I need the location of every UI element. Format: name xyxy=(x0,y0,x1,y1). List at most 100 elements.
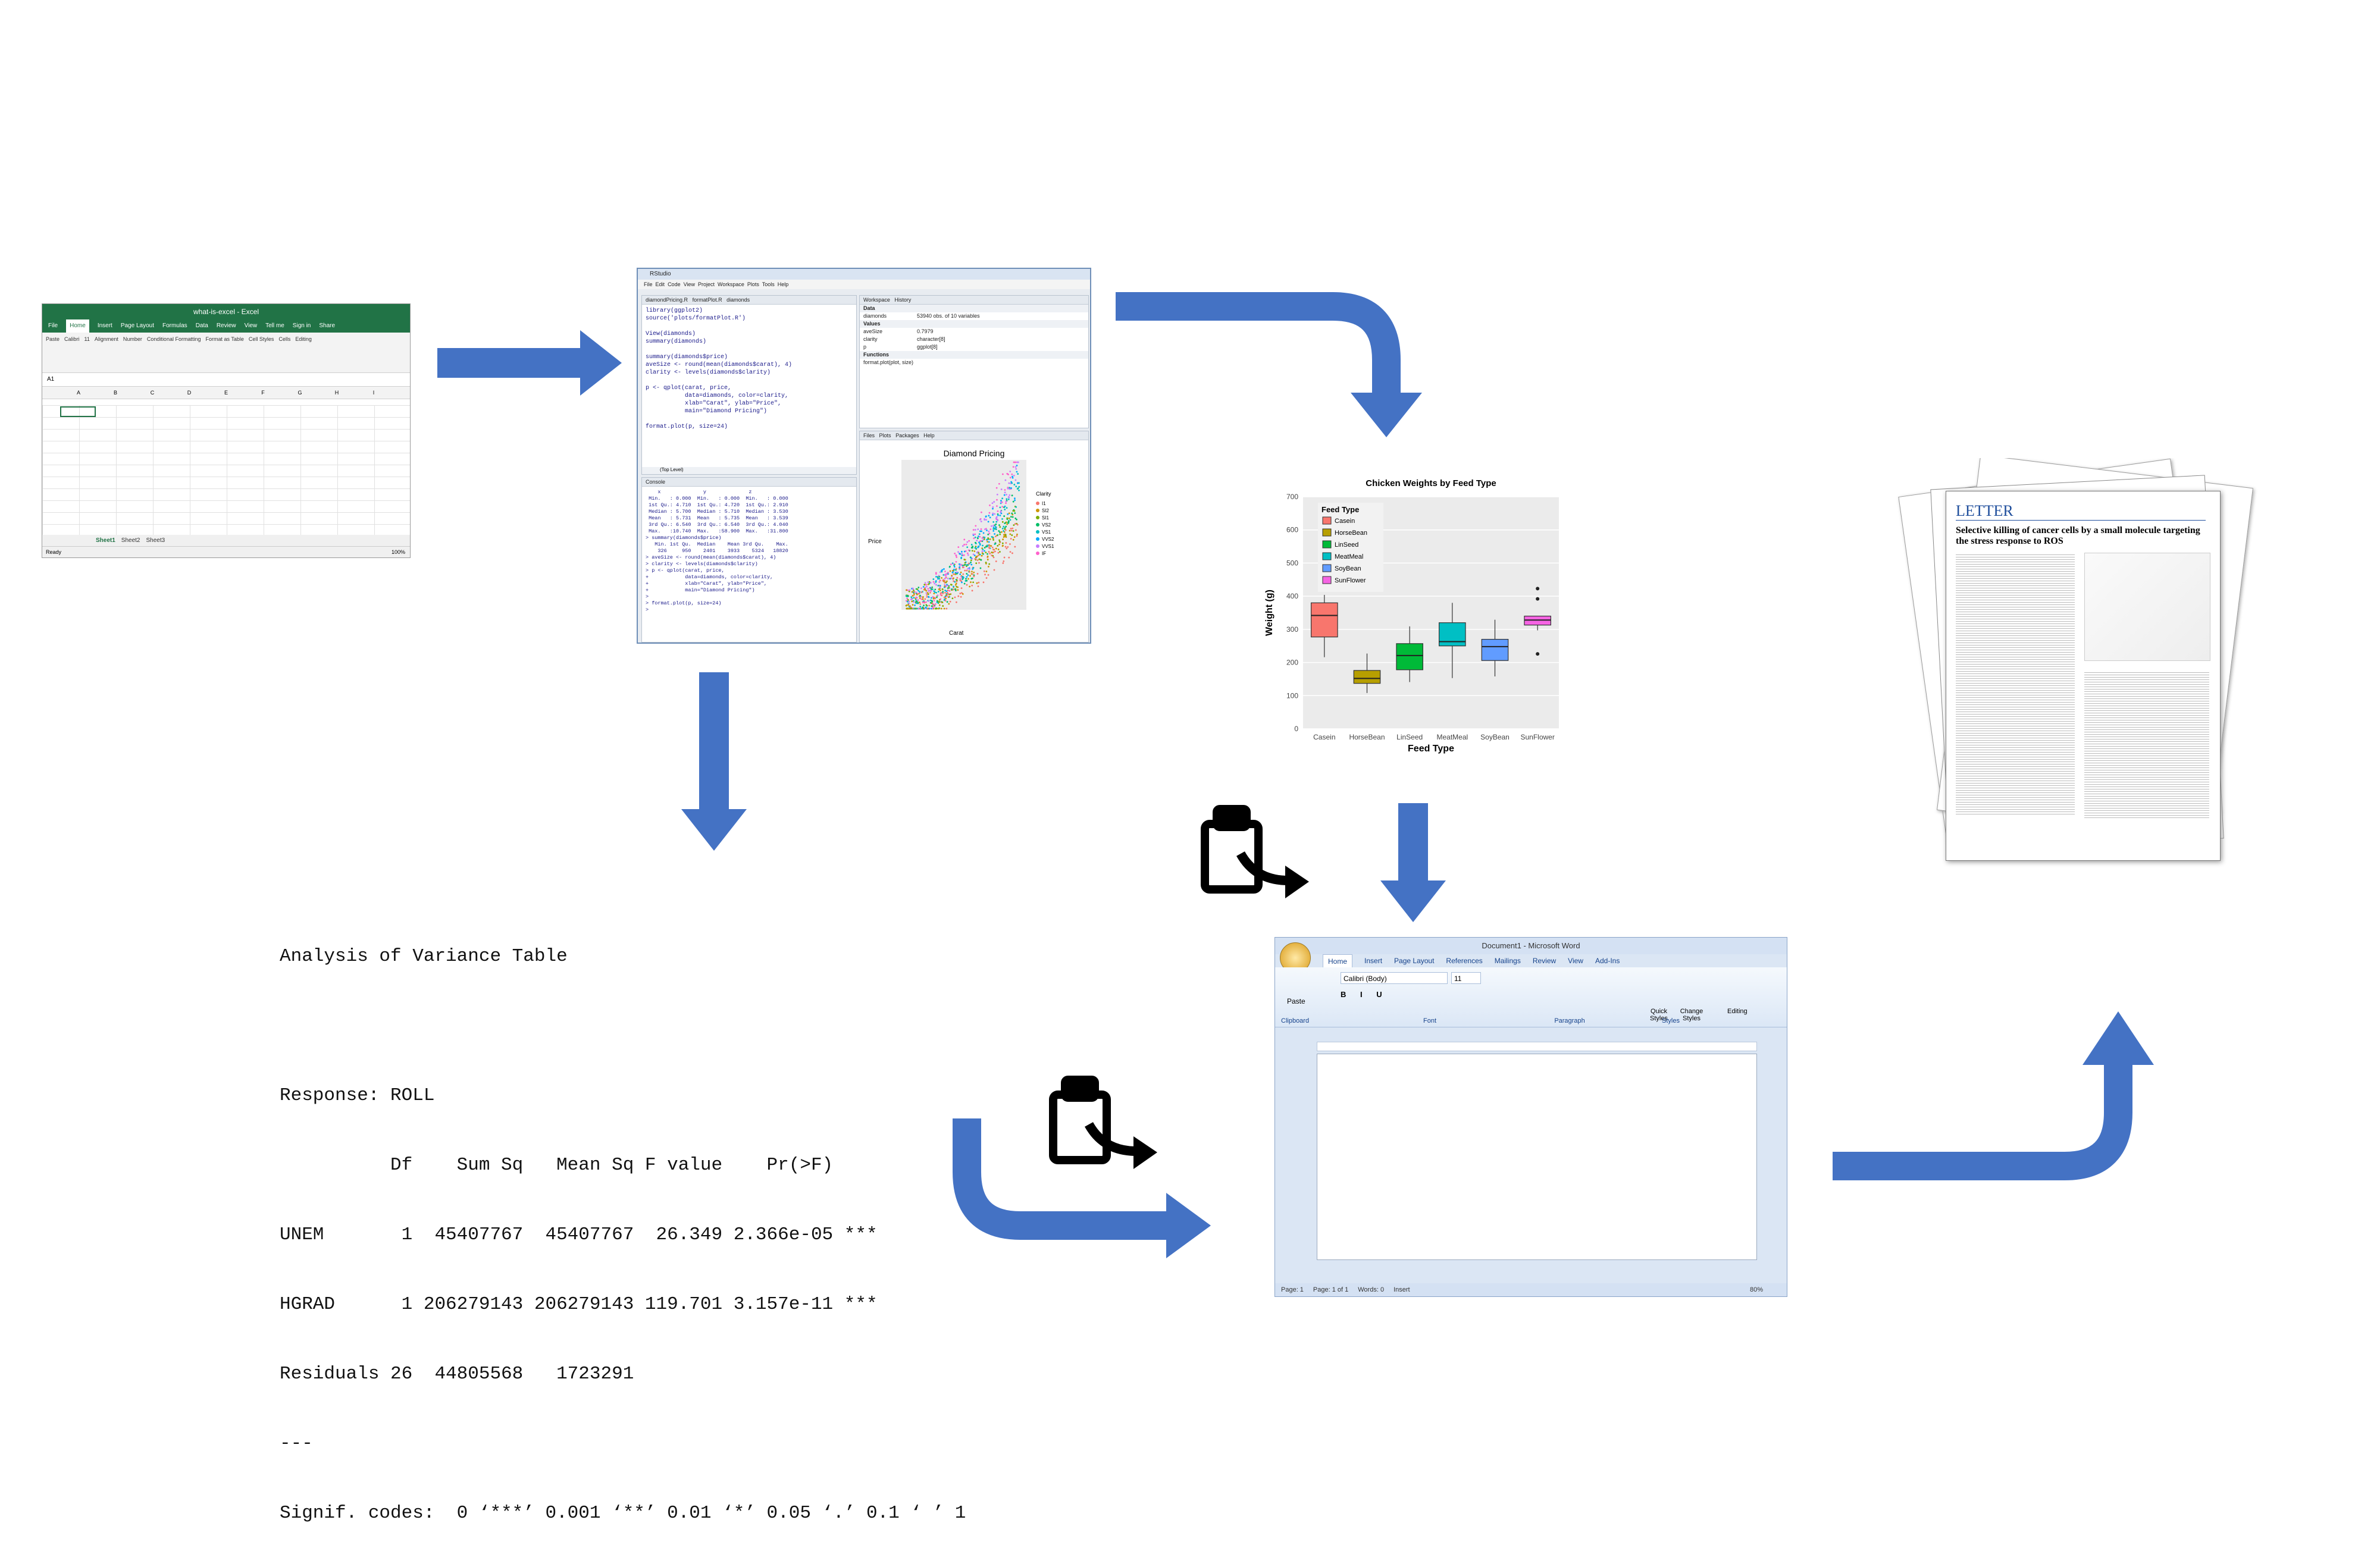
excel-font-name[interactable]: Calibri xyxy=(64,336,80,342)
excel-tab-view[interactable]: View xyxy=(244,322,258,329)
scatter-point xyxy=(924,598,926,600)
excel-col-b[interactable]: B xyxy=(113,390,117,396)
rstudio-menu-tools[interactable]: Tools xyxy=(762,281,775,287)
rstudio-editor-tab-1[interactable]: diamondPricing.R xyxy=(646,297,688,303)
rstudio-menu-edit[interactable]: Edit xyxy=(655,281,665,287)
excel-col-g[interactable]: G xyxy=(298,390,302,396)
rstudio-editor-tab-3[interactable]: diamonds xyxy=(726,297,750,303)
rstudio-menu-file[interactable]: File xyxy=(644,281,653,287)
word-tab-home[interactable]: Home xyxy=(1323,954,1353,967)
excel-col-e[interactable]: E xyxy=(224,390,228,396)
excel-zoom[interactable]: 100% xyxy=(391,549,405,555)
word-document-page[interactable] xyxy=(1317,1054,1757,1260)
excel-tab-insert[interactable]: Insert xyxy=(97,322,112,329)
excel-paste-button[interactable]: Paste xyxy=(46,336,60,342)
excel-tab-formulas[interactable]: Formulas xyxy=(162,322,187,329)
excel-sheet-3[interactable]: Sheet3 xyxy=(146,537,165,544)
excel-tab-home[interactable]: Home xyxy=(66,319,89,333)
word-tab-mailings[interactable]: Mailings xyxy=(1494,957,1521,965)
word-tab-page-layout[interactable]: Page Layout xyxy=(1394,957,1435,965)
word-font-name[interactable]: Calibri (Body) xyxy=(1341,972,1448,984)
scatter-point xyxy=(986,529,988,531)
word-font-size[interactable]: 11 xyxy=(1451,972,1481,984)
excel-conditional-formatting[interactable]: Conditional Formatting xyxy=(146,336,201,342)
rstudio-tab-plots[interactable]: Plots xyxy=(879,433,891,438)
excel-tab-file[interactable]: File xyxy=(48,322,58,329)
excel-col-d[interactable]: D xyxy=(187,390,192,396)
excel-format-as-table[interactable]: Format as Table xyxy=(205,336,244,342)
excel-sheet-tabs: Sheet1 Sheet2 Sheet3 xyxy=(42,535,410,547)
rstudio-menu-project[interactable]: Project xyxy=(697,281,715,287)
scatter-point xyxy=(1010,487,1012,489)
excel-share[interactable]: Share xyxy=(319,322,336,329)
excel-tab-page-layout[interactable]: Page Layout xyxy=(120,322,154,329)
excel-cells[interactable]: Cells xyxy=(278,336,291,342)
word-ruler[interactable] xyxy=(1317,1042,1757,1051)
excel-font-size[interactable]: 11 xyxy=(84,336,90,342)
excel-col-a[interactable]: A xyxy=(76,390,80,396)
excel-tell-me[interactable]: Tell me xyxy=(265,322,284,329)
excel-selected-cell[interactable] xyxy=(60,406,96,417)
scatter-point xyxy=(916,600,917,602)
scatter-point xyxy=(1004,528,1006,530)
rstudio-menu-help[interactable]: Help xyxy=(777,281,789,287)
rstudio-tab-files[interactable]: Files xyxy=(863,433,875,438)
word-tab-insert[interactable]: Insert xyxy=(1364,957,1383,965)
scatter-point xyxy=(937,578,939,580)
word-format-buttons[interactable]: B I U xyxy=(1341,990,1388,999)
excel-col-f[interactable]: F xyxy=(261,390,265,396)
paper-page-front: LETTER Selective killing of cancer cells… xyxy=(1946,491,2221,861)
rstudio-tab-help[interactable]: Help xyxy=(923,433,935,438)
rstudio-menu-plots[interactable]: Plots xyxy=(747,281,759,287)
excel-tab-review[interactable]: Review xyxy=(216,322,236,329)
word-tab-view[interactable]: View xyxy=(1568,957,1583,965)
scatter-point xyxy=(1011,482,1013,484)
word-tab-references[interactable]: References xyxy=(1446,957,1483,965)
word-quick-styles[interactable]: Quick Styles xyxy=(1650,1008,1668,1022)
rstudio-tab-history[interactable]: History xyxy=(894,297,912,303)
scatter-point xyxy=(972,553,975,556)
rstudio-menu-code[interactable]: Code xyxy=(668,281,681,287)
word-status-insert[interactable]: Insert xyxy=(1393,1286,1410,1293)
scatter-point xyxy=(915,596,917,598)
word-group-paragraph: Paragraph xyxy=(1554,1017,1585,1024)
scatter-point xyxy=(1002,538,1004,541)
rstudio-tab-packages[interactable]: Packages xyxy=(895,433,919,438)
rstudio-console-output[interactable]: x y z Min. : 0.000 Min. : 0.000 Min. : 0… xyxy=(646,489,788,613)
word-zoom[interactable]: 80% xyxy=(1749,1286,1763,1293)
rstudio-ws-function-row[interactable]: format.plot(plot, size) xyxy=(863,359,914,365)
scatter-point xyxy=(957,546,960,549)
word-paste-button[interactable]: Paste xyxy=(1287,997,1305,1005)
scatter-point xyxy=(915,591,917,594)
rstudio-editor-tab-2[interactable]: formatPlot.R xyxy=(692,297,722,303)
word-editing[interactable]: Editing xyxy=(1727,1008,1748,1015)
excel-tab-data[interactable]: Data xyxy=(195,322,208,329)
scatter-point xyxy=(980,521,982,522)
word-change-styles[interactable]: Change Styles xyxy=(1680,1008,1703,1022)
excel-grid[interactable] xyxy=(42,405,410,535)
excel-sign-in[interactable]: Sign in xyxy=(292,322,311,329)
scatter-point xyxy=(925,601,927,603)
excel-col-h[interactable]: H xyxy=(334,390,339,396)
rstudio-editor-code[interactable]: library(ggplot2) source('plots/formatPlo… xyxy=(646,308,793,430)
excel-editing[interactable]: Editing xyxy=(295,336,312,342)
excel-name-box[interactable]: A1 xyxy=(42,373,410,387)
excel-sheet-2[interactable]: Sheet2 xyxy=(121,537,140,544)
excel-cell-styles[interactable]: Cell Styles xyxy=(248,336,274,342)
excel-col-c[interactable]: C xyxy=(150,390,155,396)
excel-alignment[interactable]: Alignment xyxy=(94,336,118,342)
rstudio-menu-view[interactable]: View xyxy=(683,281,695,287)
word-tab-review[interactable]: Review xyxy=(1532,957,1557,965)
word-tab-add-ins[interactable]: Add-Ins xyxy=(1595,957,1620,965)
excel-sheet-1[interactable]: Sheet1 xyxy=(96,537,115,544)
excel-col-i[interactable]: I xyxy=(372,390,375,396)
legend-label: VS1 xyxy=(1042,529,1051,535)
rstudio-tab-workspace[interactable]: Workspace xyxy=(863,297,890,303)
scatter-point xyxy=(926,592,929,594)
rstudio-menu-workspace[interactable]: Workspace xyxy=(718,281,744,287)
excel-number[interactable]: Number xyxy=(123,336,142,342)
